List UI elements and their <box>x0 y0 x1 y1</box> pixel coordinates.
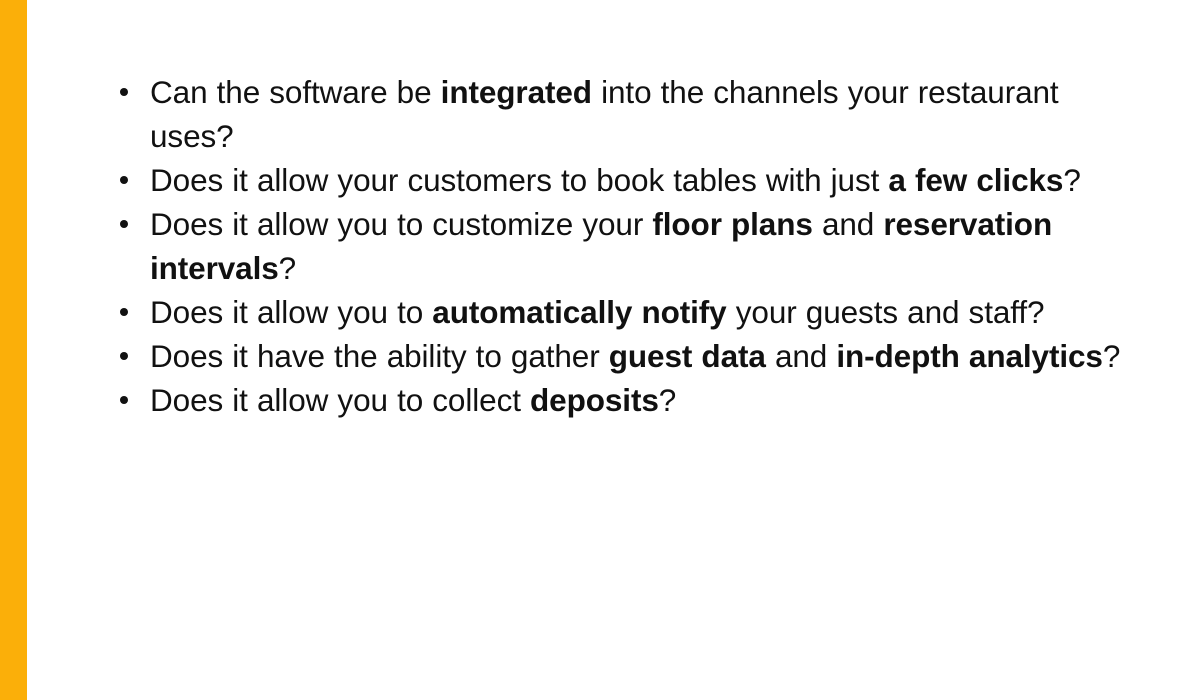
list-item: Does it allow you to collect deposits? <box>112 378 1142 422</box>
plain-text: Does it allow your customers to book tab… <box>150 162 889 198</box>
list-item-text: Does it have the ability to gather guest… <box>150 334 1142 378</box>
list-item: Does it have the ability to gather guest… <box>112 334 1142 378</box>
plain-text: Does it allow you to <box>150 294 433 330</box>
bullet-dot-icon <box>120 220 128 228</box>
bullet-dot-icon <box>120 308 128 316</box>
emphasis-text: integrated <box>440 74 592 110</box>
plain-text: Does it allow you to collect <box>150 382 531 418</box>
list-item: Does it allow your customers to book tab… <box>112 158 1142 202</box>
checklist-questions: Can the software be integrated into the … <box>112 70 1142 422</box>
emphasis-text: reservation intervals <box>150 206 1053 286</box>
list-item: Does it allow you to customize your floo… <box>112 202 1142 290</box>
bullet-dot-icon <box>120 396 128 404</box>
plain-text: and <box>812 206 884 242</box>
emphasis-text: floor plans <box>652 206 813 242</box>
plain-text: ? <box>658 382 677 418</box>
list-item-text: Does it allow your customers to book tab… <box>150 158 1142 202</box>
emphasis-text: deposits <box>530 382 659 418</box>
bullet-dot-icon <box>120 176 128 184</box>
left-accent-bar <box>0 0 27 700</box>
list-item-text: Does it allow you to customize your floo… <box>150 202 1142 290</box>
bullet-list-container: Can the software be integrated into the … <box>112 70 1142 422</box>
plain-text: ? <box>278 250 297 286</box>
list-item-text: Does it allow you to collect deposits? <box>150 378 1142 422</box>
emphasis-text: in-depth analytics <box>836 338 1103 374</box>
list-item-text: Does it allow you to automatically notif… <box>150 290 1142 334</box>
plain-text: Can the software be <box>150 74 441 110</box>
list-item: Does it allow you to automatically notif… <box>112 290 1142 334</box>
list-item-text: Can the software be integrated into the … <box>150 70 1142 158</box>
bullet-dot-icon <box>120 352 128 360</box>
plain-text: your guests and staff? <box>726 294 1045 330</box>
plain-text: Does it allow you to customize your <box>150 206 653 242</box>
emphasis-text: automatically notify <box>432 294 727 330</box>
bullet-dot-icon <box>120 88 128 96</box>
plain-text: Does it have the ability to gather <box>150 338 609 374</box>
emphasis-text: guest data <box>608 338 766 374</box>
plain-text: ? <box>1102 338 1121 374</box>
emphasis-text: a few clicks <box>888 162 1064 198</box>
plain-text: ? <box>1063 162 1081 198</box>
plain-text: into the channels your restaurant uses? <box>150 74 1059 154</box>
list-item: Can the software be integrated into the … <box>112 70 1142 158</box>
plain-text: and <box>765 338 837 374</box>
